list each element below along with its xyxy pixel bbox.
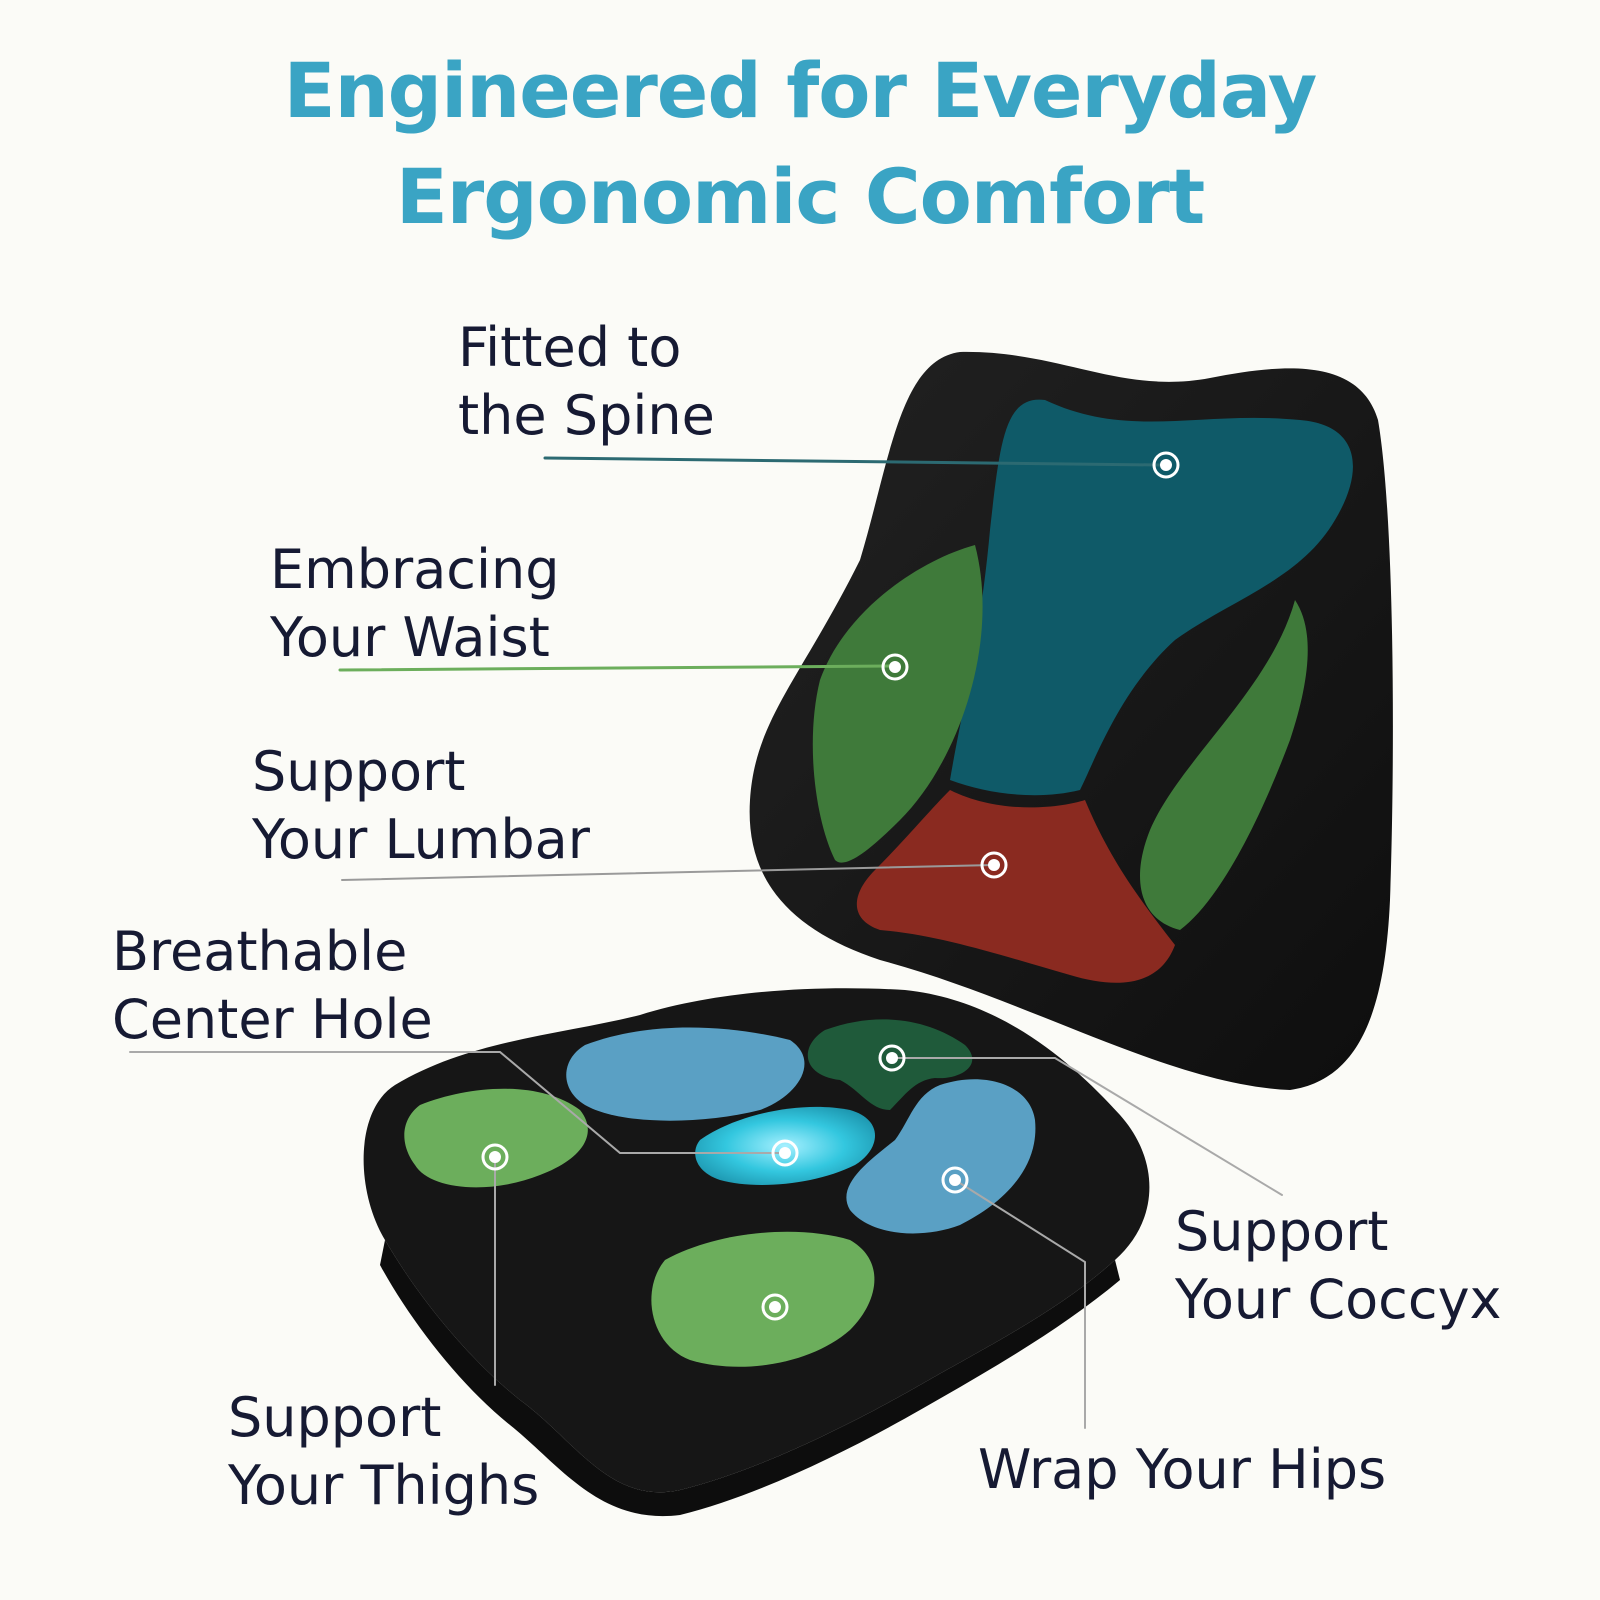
- marker-coccyx: [878, 1044, 906, 1072]
- seat-front-edge: [380, 1240, 1120, 1517]
- seat-zone-left-green: [404, 1088, 588, 1188]
- callout-lumbar-line-1: Support: [252, 740, 466, 803]
- callout-center-line-2: Center Hole: [112, 988, 433, 1051]
- callout-coccyx: Support Your Coccyx: [1175, 1198, 1501, 1334]
- headline-line-1: Engineered for Everyday: [283, 46, 1318, 135]
- callout-lumbar-line-2: Your Lumbar: [252, 808, 590, 871]
- callout-spine-line-2: the Spine: [458, 384, 715, 447]
- marker-waist: [881, 653, 909, 681]
- callout-waist-line-2: Your Waist: [270, 606, 550, 669]
- callout-hips-line-1: Wrap Your Hips: [978, 1438, 1387, 1501]
- marker-spine: [1152, 451, 1180, 479]
- waist-zone-left: [812, 545, 983, 863]
- callout-center-line-1: Breathable: [112, 920, 408, 983]
- leader-line-center: [129, 1051, 786, 1154]
- callout-lumbar: Support Your Lumbar: [252, 738, 590, 874]
- marker-front-thigh: [761, 1293, 789, 1321]
- callout-coccyx-line-2: Your Coccyx: [1175, 1268, 1502, 1331]
- marker-center: [771, 1139, 799, 1167]
- markers: [481, 451, 1180, 1321]
- callout-spine: Fitted to the Spine: [458, 314, 715, 450]
- spine-zone: [950, 399, 1353, 796]
- leader-line-spine: [543, 456, 1162, 467]
- seat-zone-rear-blue: [566, 1027, 805, 1121]
- callout-thighs-line-2: Your Thighs: [228, 1454, 540, 1517]
- seat-cushion: [363, 988, 1150, 1517]
- callout-spine-line-1: Fitted to: [458, 316, 682, 379]
- back-cushion: [749, 351, 1393, 1091]
- leader-line-waist: [338, 664, 895, 672]
- headline: Engineered for Everyday Ergonomic Comfor…: [0, 38, 1600, 250]
- seat-zone-front-green: [651, 1231, 875, 1367]
- leader-lines: [129, 456, 1283, 1429]
- callout-coccyx-line-1: Support: [1175, 1200, 1389, 1263]
- center-hole: [695, 1106, 875, 1185]
- headline-line-2: Ergonomic Comfort: [395, 152, 1205, 241]
- leader-line-coccyx: [891, 1057, 1283, 1196]
- seat-zone-rear-dark-green: [807, 1019, 973, 1110]
- waist-zone-right: [1140, 600, 1308, 930]
- callout-thighs-line-1: Support: [228, 1386, 442, 1449]
- callout-waist-line-1: Embracing: [270, 538, 560, 601]
- leader-line-hips: [954, 1179, 1086, 1429]
- callout-center-hole: Breathable Center Hole: [112, 918, 433, 1054]
- callout-hips: Wrap Your Hips: [978, 1436, 1386, 1504]
- callout-thighs: Support Your Thighs: [228, 1384, 539, 1520]
- marker-lumbar: [980, 851, 1008, 879]
- leader-line-lumbar: [341, 864, 995, 881]
- lumbar-zone: [856, 790, 1175, 983]
- callout-waist: Embracing Your Waist: [270, 536, 560, 672]
- marker-thighs: [481, 1143, 509, 1171]
- marker-hips: [941, 1166, 969, 1194]
- seat-zone-right-blue: [846, 1079, 1036, 1234]
